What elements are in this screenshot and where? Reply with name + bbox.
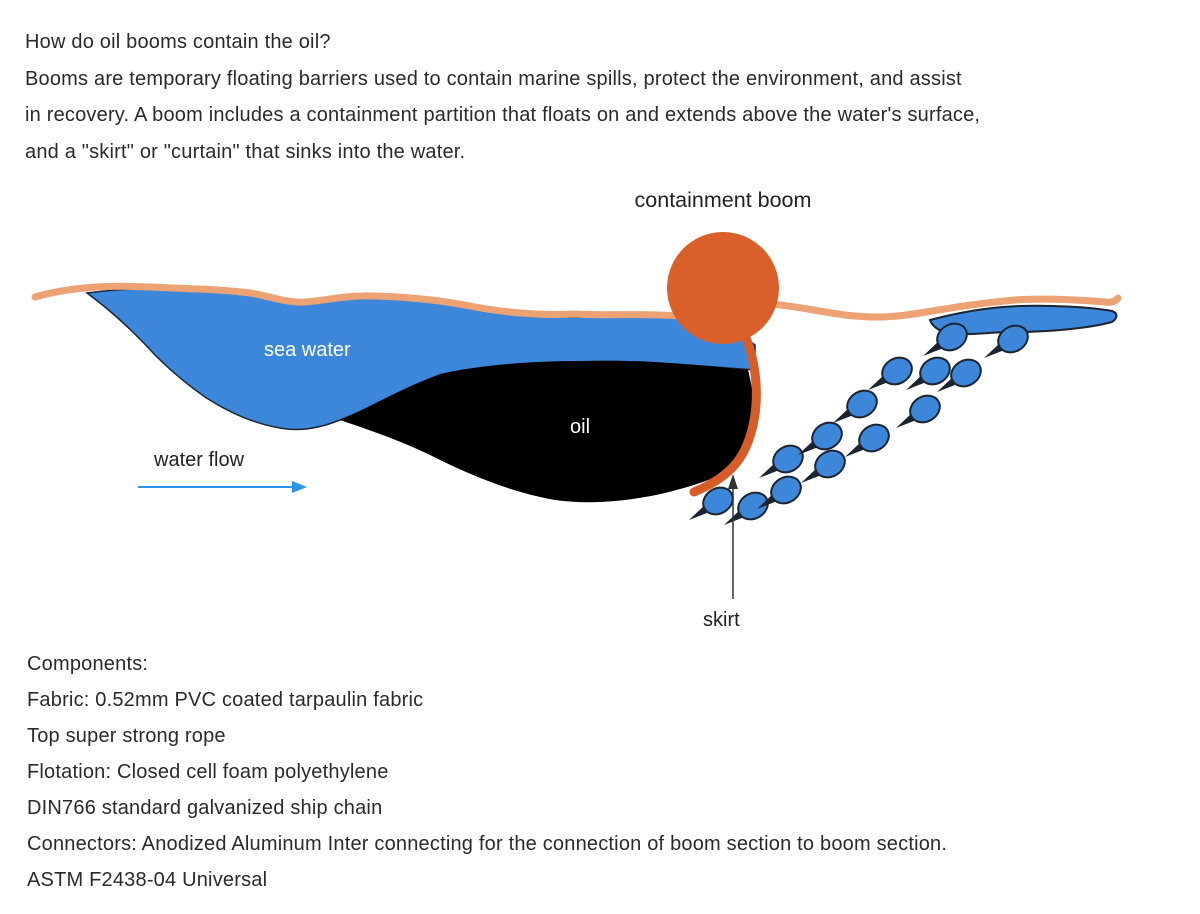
oil-droplet [797,416,848,456]
intro-text: How do oil booms contain the oil? Booms … [25,24,980,170]
skirt-label: skirt [703,609,740,631]
component-item: Fabric: 0.52mm PVC coated tarpaulin fabr… [27,689,424,711]
oil-droplet [756,470,807,510]
containment-boom-label: containment boom [634,188,812,212]
oil-shape [340,360,754,503]
component-item: Top super strong rope [27,725,226,747]
water-flow-label: water flow [154,449,245,471]
intro-line: Booms are temporary floating barriers us… [25,67,962,90]
oil-droplet [844,418,895,458]
skirt-pointer-arrow [728,474,738,599]
sea-water-label: sea water [264,339,351,361]
surface-line-right [756,294,1122,321]
oil-boom-diagram [31,232,1122,599]
intro-heading: How do oil booms contain the oil? [25,31,331,53]
boom-float-circle [667,232,779,344]
oil-droplet [867,351,918,391]
intro-line: and a "skirt" or "curtain" that sinks in… [25,140,466,163]
oil-droplet [800,444,851,484]
oil-droplet [758,439,809,479]
boom-skirt-curve [689,328,761,497]
component-item: DIN766 standard galvanized ship chain [27,797,383,819]
components-heading: Components: [27,653,149,675]
component-item: Connectors: Anodized Aluminum Inter conn… [27,833,948,855]
oil-droplet [832,384,883,424]
oil-label: oil [570,416,591,438]
surface-line-left [31,282,684,320]
intro-line: in recovery. A boom includes a containme… [25,104,981,127]
oil-droplet [895,389,946,429]
water-flow-arrow [138,481,307,493]
components-text: Components: Fabric: 0.52mm PVC coated ta… [27,646,947,898]
component-item: Flotation: Closed cell foam polyethylene [27,761,389,783]
component-item: ASTM F2438-04 Universal [27,869,268,891]
